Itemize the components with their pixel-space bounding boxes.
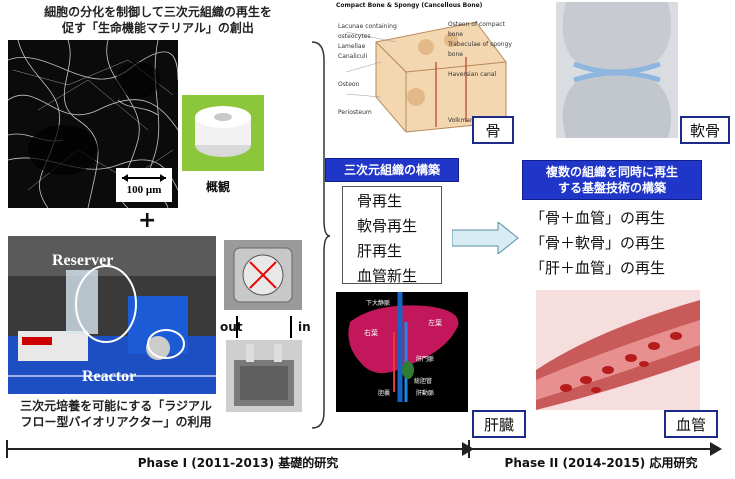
phase1-item: 血管新生 bbox=[357, 267, 418, 285]
phase2-list: 「骨＋血管」の再生 「骨＋軟骨」の再生 「肝＋血管」の再生 bbox=[530, 206, 700, 281]
phase1-timeline-line bbox=[6, 448, 470, 450]
liver-label: 胆嚢 bbox=[378, 390, 391, 397]
scaffold-photo bbox=[182, 95, 264, 171]
bone-diagram: Compact Bone & Spongy (Cancellous Bone) bbox=[336, 2, 512, 134]
bioreactor-caption: 三次元培養を可能にする「ラジアル フロー型バイオリアクター」の利用 bbox=[6, 398, 226, 430]
phase1-label: Phase I (2011-2013) 基礎的研究 bbox=[137, 456, 339, 470]
blood-vessel-illustration bbox=[536, 290, 700, 410]
phase2-header-line2: する基盤技術の構築 bbox=[557, 181, 666, 195]
reserver-label: Reserver bbox=[52, 252, 114, 269]
cartilage-tile-label: 軟骨 bbox=[680, 116, 730, 144]
phase1-list: 骨再生 軟骨再生 肝再生 血管新生 bbox=[342, 186, 442, 285]
phase2-arrow-icon bbox=[710, 442, 722, 456]
reactor-side-view-photo bbox=[226, 340, 302, 412]
in-arrow-icon bbox=[290, 316, 292, 338]
liver-illustration: 右葉 左葉 下大静脈 肝門脈 胆嚢 総胆管 肝動脈 bbox=[336, 292, 468, 412]
phase1-item: 軟骨再生 bbox=[357, 217, 418, 235]
phase2-header: 複数の組織を同時に再生 する基盤技術の構築 bbox=[522, 160, 702, 200]
liver-label: 下大静脈 bbox=[366, 300, 391, 307]
phase1-item: 骨再生 bbox=[357, 192, 403, 210]
bone-label: Periosteum bbox=[338, 109, 372, 116]
bone-label: Lacunae containing osteocytes bbox=[338, 23, 397, 40]
phase1-header: 三次元組織の構築 bbox=[325, 158, 459, 182]
bone-label: Lamellae bbox=[338, 43, 366, 50]
bioreactor-photo: Reserver Reactor bbox=[8, 236, 216, 394]
progress-arrow-icon bbox=[452, 222, 519, 254]
out-arrow-icon bbox=[236, 316, 238, 338]
bone-label: Trabeculae of spongy bone bbox=[448, 41, 512, 58]
material-heading-line1: 細胞の分化を制御して三次元組織の再生を bbox=[44, 5, 272, 19]
material-heading-line2: 促す「生命機能マテリアル」の創出 bbox=[62, 21, 254, 35]
bone-label: Osteon of compact bone bbox=[448, 21, 505, 38]
bone-label: Osteon bbox=[338, 81, 360, 88]
cartilage-illustration bbox=[556, 2, 678, 138]
liver-label: 右葉 bbox=[364, 329, 378, 337]
bioreactor-caption-line2: フロー型バイオリアクター」の利用 bbox=[20, 415, 212, 429]
phase2-label: Phase II (2014-2015) 応用研究 bbox=[504, 456, 698, 470]
phase2-item: 「骨＋軟骨」の再生 bbox=[530, 234, 666, 252]
material-heading: 細胞の分化を制御して三次元組織の再生を 促す「生命機能マテリアル」の創出 bbox=[8, 4, 308, 36]
phase1-item: 肝再生 bbox=[357, 242, 403, 260]
grouping-brace bbox=[311, 41, 331, 429]
phase2-item: 「骨＋血管」の再生 bbox=[530, 209, 666, 227]
in-label: in bbox=[298, 320, 311, 334]
phase2-header-line1: 複数の組織を同時に再生 bbox=[545, 165, 678, 179]
phase2-item: 「肝＋血管」の再生 bbox=[530, 259, 666, 277]
phase1-start-tick bbox=[6, 440, 8, 458]
bone-tile-label: 骨 bbox=[472, 116, 514, 144]
phase-boundary-tick bbox=[468, 440, 470, 458]
liver-label: 左葉 bbox=[428, 319, 442, 327]
liver-label: 肝門脈 bbox=[416, 356, 435, 363]
liver-label: 肝動脈 bbox=[416, 390, 435, 397]
reactor-label: Reactor bbox=[82, 368, 137, 385]
bone-diagram-title: Compact Bone & Spongy (Cancellous Bone) bbox=[336, 2, 483, 9]
overview-label: 概観 bbox=[206, 180, 231, 194]
bone-label: Canaliculi bbox=[338, 53, 368, 60]
bone-labels-left: Lacunae containing osteocytes Lamellae C… bbox=[338, 22, 408, 118]
phase2-timeline-line bbox=[472, 448, 712, 450]
out-label: out bbox=[220, 320, 243, 334]
scale-bar-label: 100 µm bbox=[126, 184, 162, 196]
vessel-tile-label: 血管 bbox=[664, 410, 718, 438]
bone-label: Haversian canal bbox=[448, 71, 497, 78]
sem-micrograph: 100 µm bbox=[8, 40, 178, 208]
bioreactor-caption-line1: 三次元培養を可能にする「ラジアル bbox=[20, 399, 212, 413]
liver-tile-label: 肝臓 bbox=[472, 410, 526, 438]
liver-label: 総胆管 bbox=[414, 378, 433, 385]
reactor-top-view-photo bbox=[224, 240, 302, 310]
plus-sign: + bbox=[138, 208, 157, 233]
bone-labels-right: Osteon of compact bone Trabeculae of spo… bbox=[448, 20, 514, 126]
